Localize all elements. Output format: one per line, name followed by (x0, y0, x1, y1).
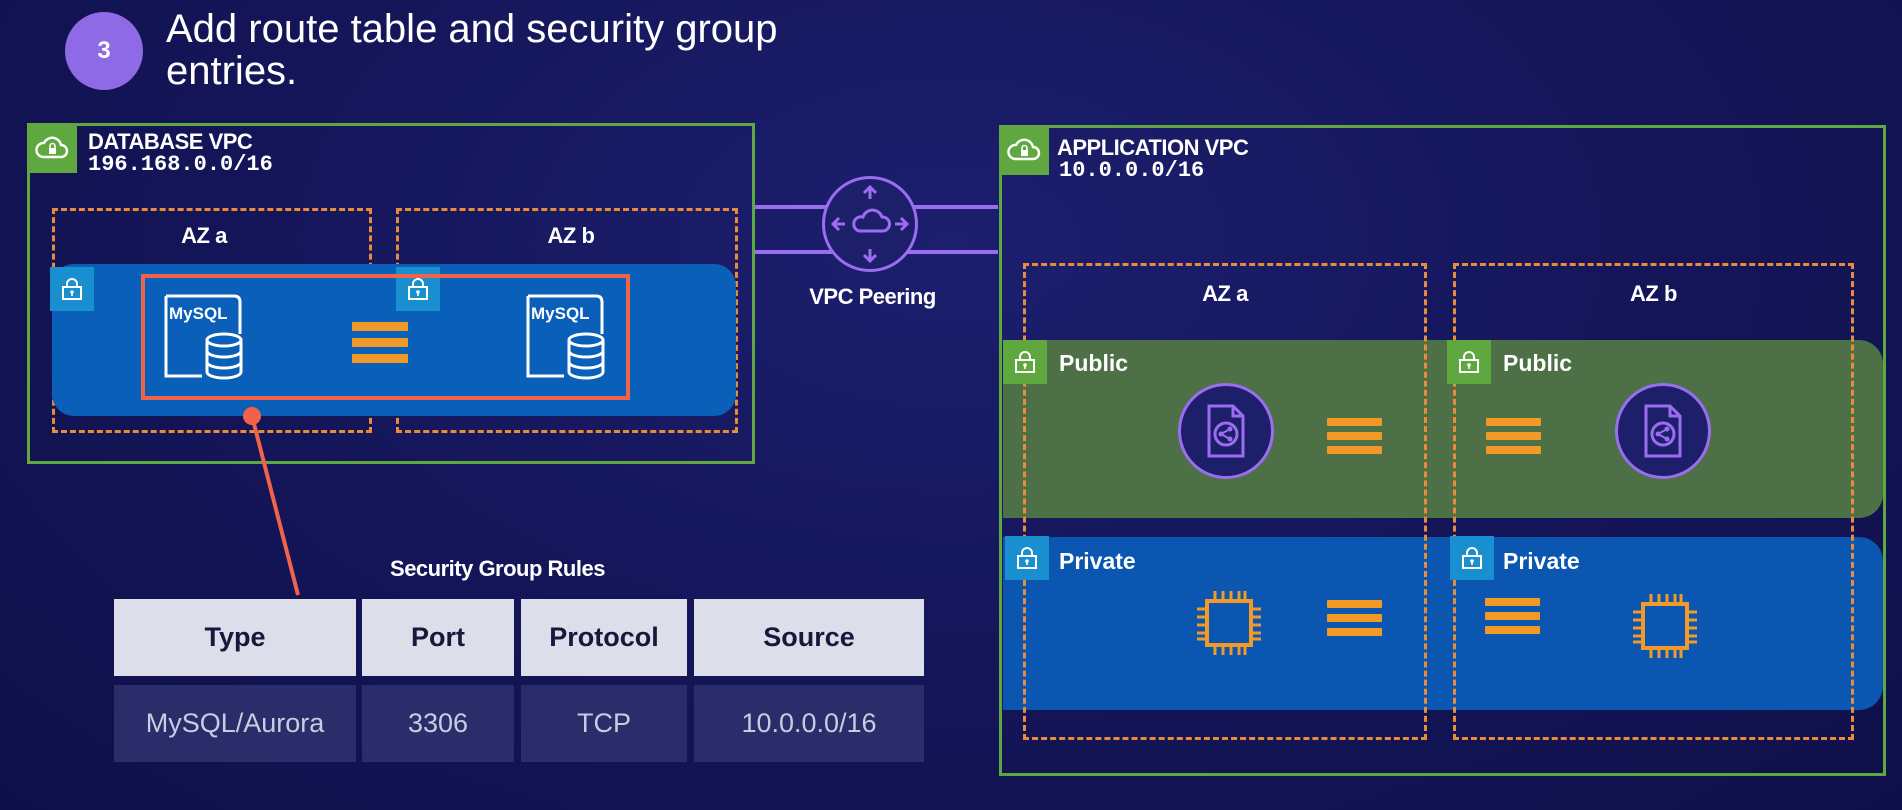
application-vpc (999, 125, 1886, 776)
database-vpc-cidr: 196.168.0.0/16 (88, 152, 273, 177)
database-highlight-box (141, 274, 630, 400)
table-header-port: Port (362, 599, 514, 676)
table-cell-type: MySQL/Aurora (114, 685, 356, 762)
lock-icon (1450, 536, 1494, 580)
mysql-database-icon: MySQL (522, 292, 608, 380)
slide-title: Add route table and security group entri… (166, 7, 778, 93)
route-table-icon (1327, 418, 1382, 459)
database-az-b-label: AZ b (547, 223, 595, 248)
private-subnet-band (1003, 537, 1883, 710)
cloud-icon (27, 123, 77, 173)
load-balancer-icon (1615, 383, 1711, 479)
connector-line (243, 407, 300, 596)
vpc-peering-label: VPC Peering (809, 284, 936, 309)
mysql-label: MySQL (169, 304, 228, 323)
table-header-type: Type (114, 599, 356, 676)
route-table-icon (1486, 418, 1541, 459)
public-subnet-label: Public (1503, 350, 1573, 376)
database-vpc-title: DATABASE VPC (88, 129, 253, 154)
database-az-a-label: AZ a (181, 223, 227, 248)
table-header-source: Source (694, 599, 924, 676)
private-subnet-label: Private (1059, 548, 1136, 574)
application-az-a-label: AZ a (1202, 281, 1248, 306)
step-number-badge: 3 (65, 12, 143, 90)
table-cell-port: 3306 (362, 685, 514, 762)
application-vpc-title: APPLICATION VPC (1057, 135, 1249, 160)
application-az-b (1453, 263, 1854, 740)
table-header-protocol: Protocol (521, 599, 687, 676)
route-table-icon (1327, 600, 1382, 641)
security-group-title: Security Group Rules (390, 556, 605, 581)
lock-icon (1005, 536, 1049, 580)
application-az-b-label: AZ b (1630, 281, 1677, 306)
lock-icon (1447, 340, 1491, 384)
replication-icon (352, 322, 408, 368)
lock-icon (1003, 340, 1047, 384)
private-subnet-label: Private (1503, 548, 1580, 574)
ec2-instance-icon (1629, 590, 1701, 662)
application-vpc-cidr: 10.0.0.0/16 (1059, 158, 1205, 183)
public-subnet-band (1003, 340, 1883, 518)
public-subnet-label: Public (1059, 350, 1129, 376)
mysql-database-icon: MySQL (160, 292, 246, 380)
application-az-a (1023, 263, 1427, 740)
load-balancer-icon (1178, 383, 1274, 479)
cloud-icon (999, 125, 1049, 175)
table-cell-protocol: TCP (521, 685, 687, 762)
mysql-label: MySQL (531, 304, 590, 323)
table-cell-source: 10.0.0.0/16 (694, 685, 924, 762)
database-vpc (27, 123, 755, 464)
lock-icon (50, 267, 94, 311)
vpc-peering-icon (822, 176, 918, 272)
ec2-instance-icon (1193, 587, 1265, 659)
route-table-icon (1485, 598, 1540, 639)
